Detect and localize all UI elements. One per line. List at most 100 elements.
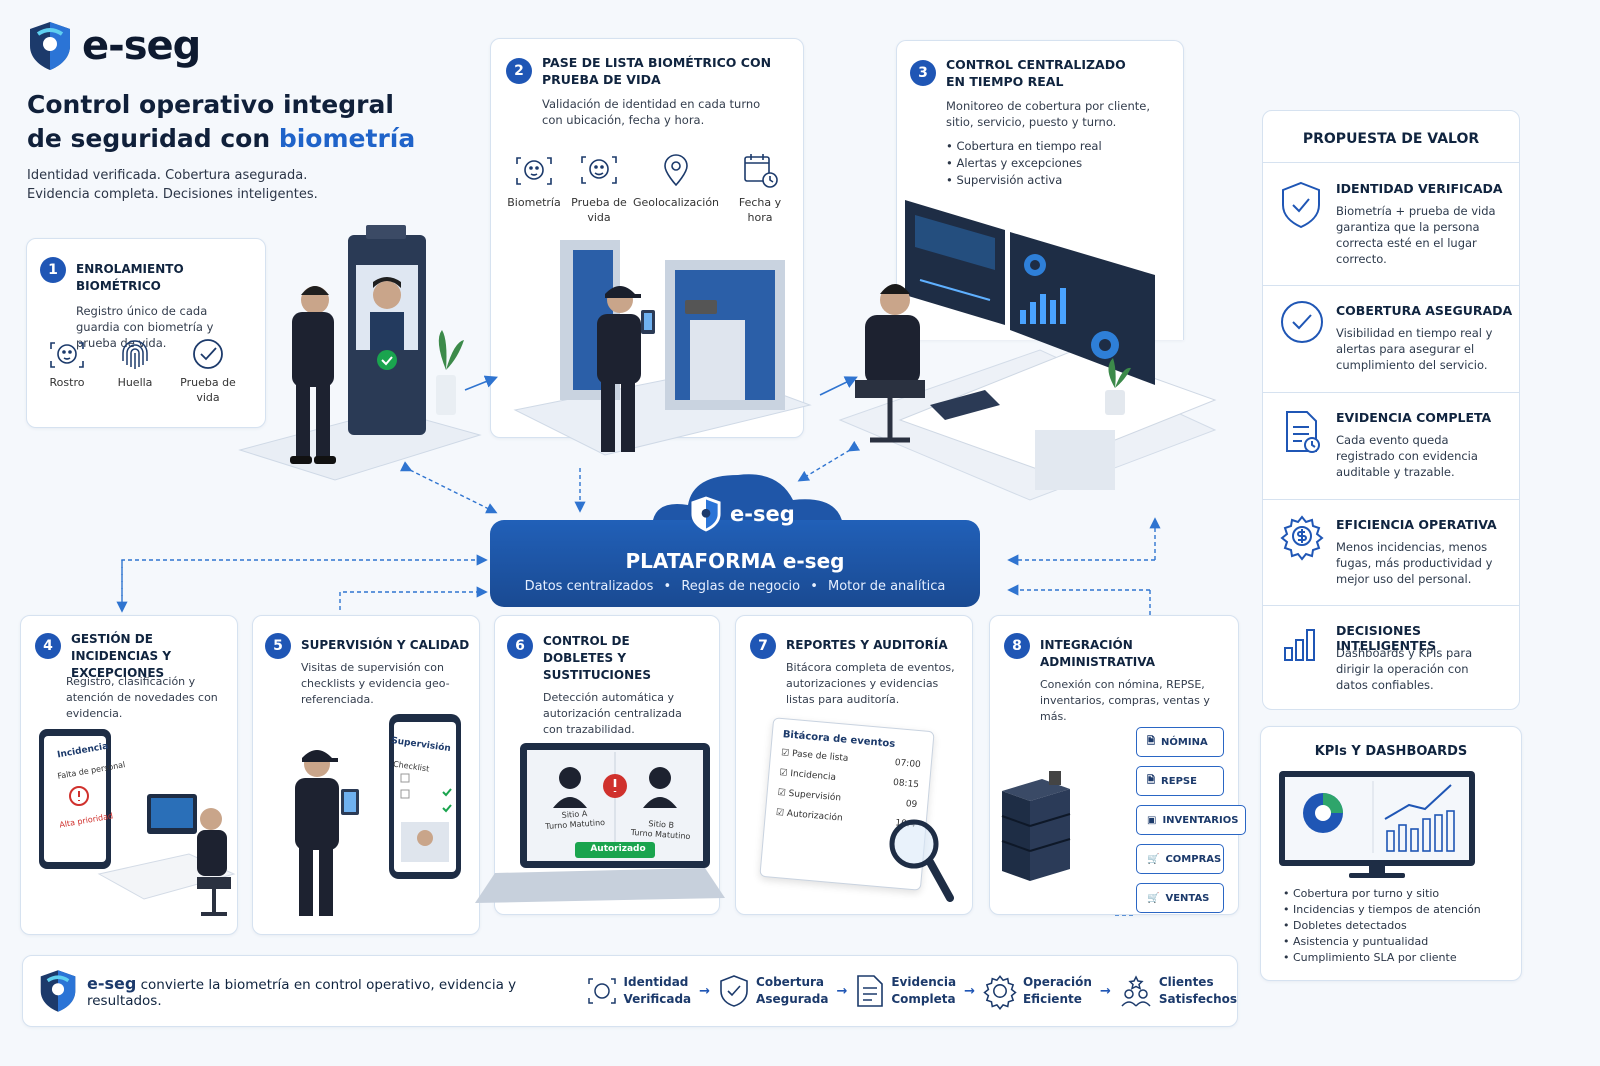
system-ventas[interactable]: 🛒 VENTAS bbox=[1136, 883, 1224, 913]
value-prop-title: PROPUESTA DE VALOR bbox=[1302, 131, 1480, 147]
log-event: Autorización bbox=[786, 808, 844, 824]
cart-icon: 🛒 bbox=[1147, 853, 1160, 865]
document-icon: 🗎 bbox=[1147, 735, 1156, 747]
divider bbox=[1262, 499, 1520, 500]
system-label: REPSE bbox=[1161, 775, 1197, 787]
platform-feature: Reglas de negocio bbox=[681, 579, 801, 594]
gear-icon bbox=[983, 975, 1017, 1011]
circle-check-icon bbox=[1281, 301, 1323, 343]
check-circle-icon bbox=[193, 339, 223, 369]
arrow-right-icon: → bbox=[699, 983, 711, 999]
kpi-item: Cumplimiento SLA por cliente bbox=[1283, 950, 1481, 966]
value-item-desc: Biometría + prueba de vida garantiza que… bbox=[1336, 204, 1496, 266]
footer-step-line1: Cobertura bbox=[756, 975, 825, 989]
cart-icon: 🛒 bbox=[1147, 892, 1160, 904]
title-line-2: de seguridad con biometría bbox=[27, 122, 415, 156]
value-item-desc: Dashboards y KPIs para dirigir la operac… bbox=[1336, 646, 1473, 692]
bullet-item: Supervisión activa bbox=[946, 172, 1178, 189]
system-repse[interactable]: 🗎REPSE bbox=[1136, 766, 1224, 796]
icon-prueba-vida-2: Prueba de vida bbox=[571, 151, 627, 225]
system-compras[interactable]: 🛒COMPRAS bbox=[1136, 844, 1224, 874]
value-item-3: EVIDENCIA COMPLETA Cada evento queda reg… bbox=[1262, 395, 1520, 495]
kpi-item: Cobertura por turno y sitio bbox=[1283, 886, 1481, 902]
step-3-bullets: Cobertura en tiempo real Alertas y excep… bbox=[946, 138, 1178, 189]
divider bbox=[1262, 162, 1520, 163]
log-time: 09 bbox=[905, 799, 918, 811]
value-item-title: EVIDENCIA COMPLETA bbox=[1336, 410, 1492, 425]
supervision-scene-illustration bbox=[295, 714, 461, 916]
location-pin-icon bbox=[664, 154, 688, 187]
system-label: NÓMINA bbox=[1161, 736, 1208, 748]
icon-label: Rostro bbox=[49, 376, 85, 389]
platform-feature: Datos centralizados bbox=[524, 579, 654, 594]
value-item-desc: Menos incidencias, menos fugas, más prod… bbox=[1336, 540, 1493, 586]
system-nomina[interactable]: 🗎 NÓMINA bbox=[1136, 727, 1224, 757]
icon-label: Huella bbox=[117, 376, 153, 389]
value-item-4: EFICIENCIA OPERATIVA Menos incidencias, … bbox=[1262, 502, 1520, 602]
authorized-badge: Autorizado bbox=[590, 844, 646, 854]
footer-step-line2: Asegurada bbox=[756, 992, 829, 1006]
footer-step-line2: Eficiente bbox=[1022, 992, 1082, 1006]
title-highlight: biometría bbox=[278, 124, 416, 153]
step-title: CONTROL CENTRALIZADO EN TIEMPO REAL bbox=[946, 57, 1126, 89]
step-number: 1 bbox=[40, 257, 66, 283]
kiosk-scene-illustration bbox=[238, 225, 482, 481]
icon-label: Biometría bbox=[507, 196, 561, 209]
step-title: CONTROL DE DOBLETES Y SUSTITUCIONES bbox=[543, 634, 651, 682]
kpi-item: Dobletes detectados bbox=[1283, 918, 1481, 934]
value-item-2: COBERTURA ASEGURADA Visibilidad en tiemp… bbox=[1262, 288, 1520, 388]
control-room-illustration bbox=[838, 200, 1217, 501]
divider bbox=[1262, 285, 1520, 286]
value-item-title: EFICIENCIA OPERATIVA bbox=[1336, 517, 1497, 532]
face-scan-icon bbox=[516, 157, 552, 185]
document-clock-icon bbox=[1286, 411, 1320, 453]
subtitle-line-1: Identidad verificada. Cobertura asegurad… bbox=[27, 168, 308, 183]
log-event: Incidencia bbox=[789, 768, 837, 783]
step-1-card: 1 ENROLAMIENTO BIOMÉTRICO Registro único… bbox=[26, 238, 266, 428]
icon-biometria: Biometría bbox=[503, 151, 565, 225]
bullet-item: Cobertura en tiempo real bbox=[946, 138, 1178, 155]
icon-label: Geolocalización bbox=[633, 196, 720, 209]
step-number: 8 bbox=[1004, 633, 1030, 659]
step-number: 2 bbox=[506, 58, 532, 84]
footer-tagline-text: convierte la biometría en control operat… bbox=[87, 976, 517, 1009]
value-item-5: DECISIONES INTELIGENTES Dashboards y KPI… bbox=[1262, 608, 1520, 708]
step-title: PASE DE LISTA BIOMÉTRICO CON PRUEBA DE V… bbox=[542, 55, 772, 87]
platform-logo-text: e-seg bbox=[730, 502, 795, 526]
brand-logo: e-seg bbox=[28, 20, 201, 72]
kpis-bullets: Cobertura por turno y sitio Incidencias … bbox=[1283, 886, 1481, 966]
liveness-face-icon bbox=[581, 156, 617, 184]
step-desc: Monitoreo de cobertura por cliente, siti… bbox=[946, 99, 1150, 129]
step-7-card: 7 REPORTES Y AUDITORÍA Bitácora completa… bbox=[735, 615, 973, 915]
footer-step-line1: Evidencia bbox=[891, 975, 957, 989]
face-icon bbox=[50, 342, 84, 368]
step-number: 5 bbox=[265, 633, 291, 659]
system-inventarios[interactable]: ▣INVENTARIOS bbox=[1136, 805, 1246, 835]
step-number: 3 bbox=[910, 60, 936, 86]
icon-fecha-hora: Fecha y hora bbox=[725, 151, 795, 225]
log-time: 08:15 bbox=[892, 777, 920, 791]
value-prop-panel bbox=[1262, 110, 1520, 710]
box-icon: ▣ bbox=[1147, 814, 1157, 826]
footer-bar: e-seg convierte la biometría en control … bbox=[22, 955, 1238, 1027]
value-item-title: COBERTURA ASEGURADA bbox=[1336, 303, 1513, 318]
kpi-item: Incidencias y tiempos de atención bbox=[1283, 902, 1481, 918]
shield-check-icon bbox=[1282, 181, 1320, 229]
divider bbox=[1262, 392, 1520, 393]
face-scan-icon bbox=[587, 978, 616, 1004]
shield-logo-icon bbox=[40, 970, 76, 1012]
title-prefix: de seguridad con bbox=[27, 124, 279, 153]
event-log-title: Bitácora de eventos bbox=[782, 729, 896, 750]
brand-name: e-seg bbox=[82, 23, 201, 69]
laptop-illustration bbox=[475, 743, 725, 903]
footer-step-line2: Verificada bbox=[623, 992, 692, 1006]
system-label: VENTAS bbox=[1165, 892, 1210, 904]
log-event: Supervisión bbox=[788, 788, 842, 804]
